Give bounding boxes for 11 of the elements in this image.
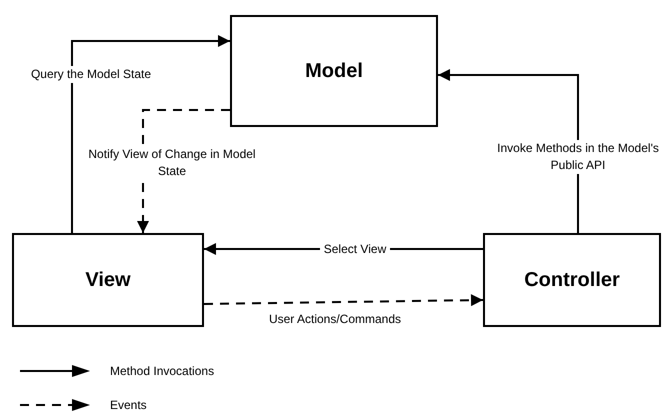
legend-label: Method Invocations bbox=[110, 363, 214, 380]
component-title: Model bbox=[305, 59, 363, 84]
arrow bbox=[71, 35, 230, 233]
legend-label: Events bbox=[110, 397, 147, 412]
component-box bbox=[483, 233, 661, 327]
arrow bbox=[204, 294, 484, 306]
arrow bbox=[438, 69, 579, 233]
component-box bbox=[230, 15, 438, 127]
component-title: View bbox=[85, 268, 131, 293]
component-title: Controller bbox=[524, 268, 620, 293]
component-box bbox=[12, 233, 204, 327]
